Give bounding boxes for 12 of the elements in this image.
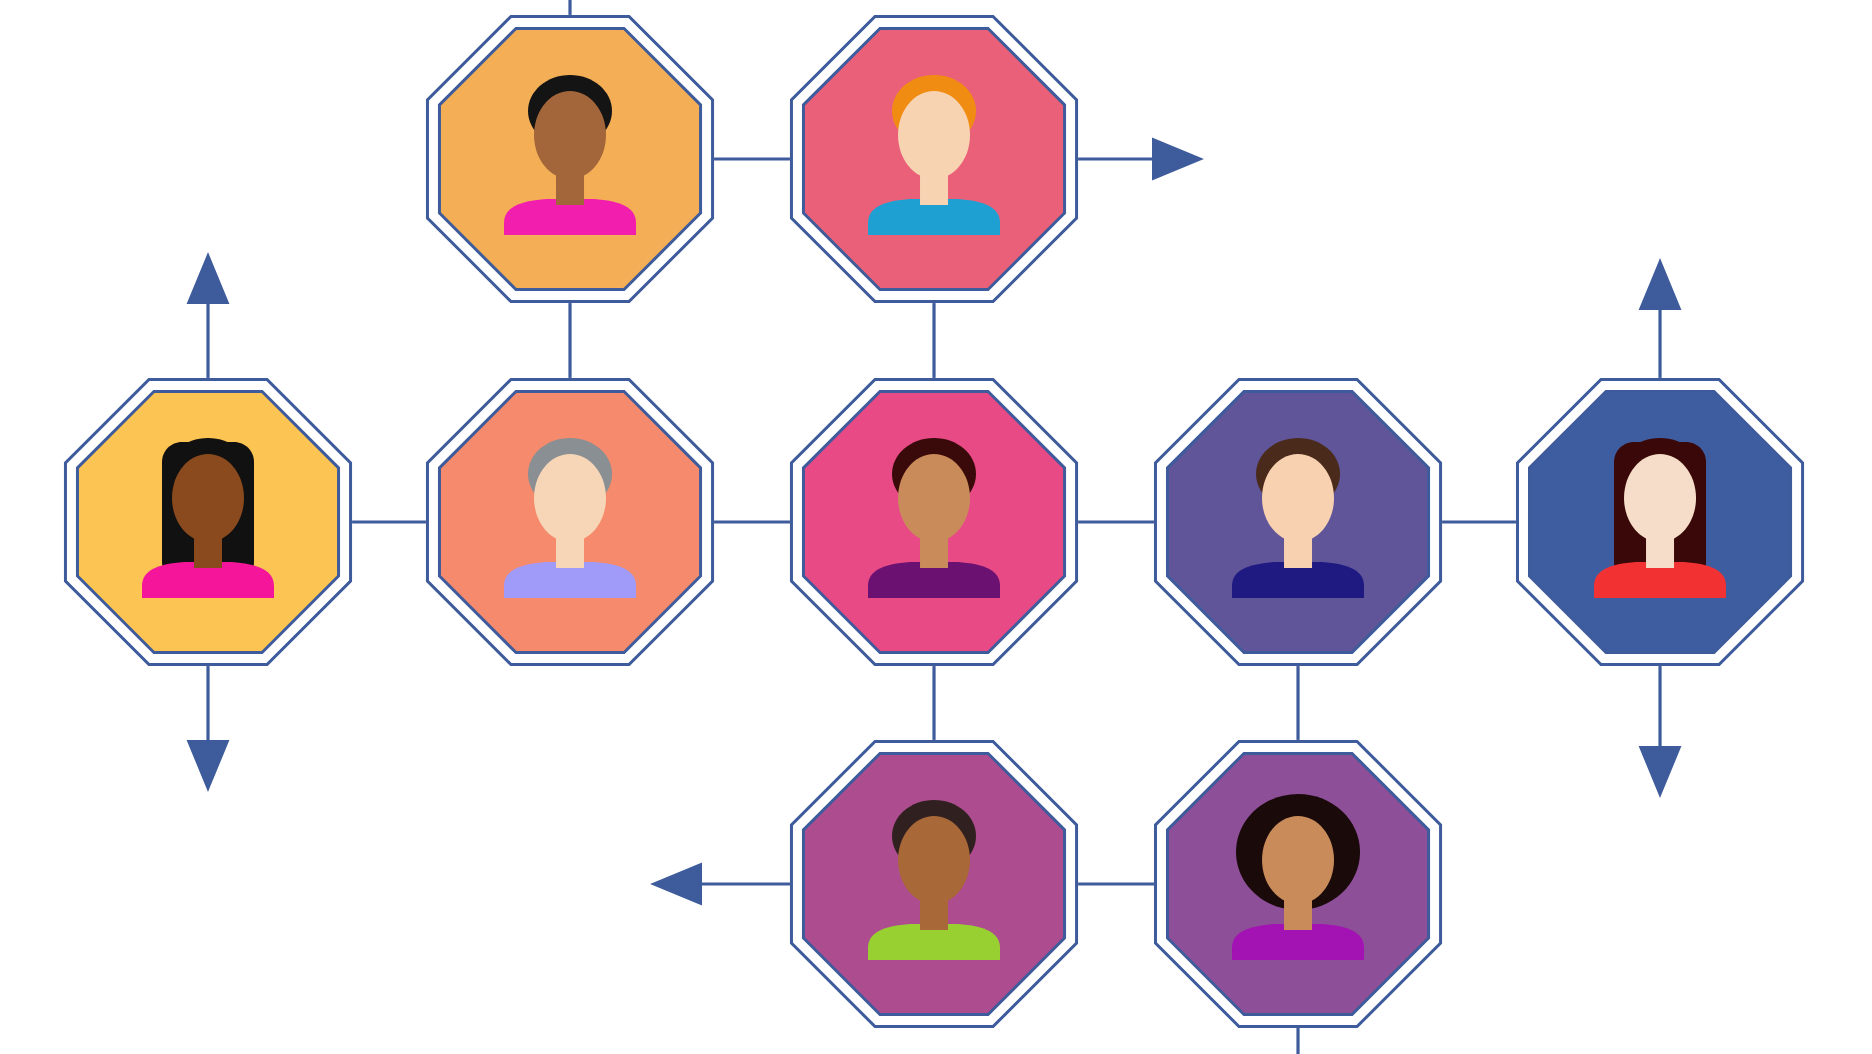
connector-line bbox=[1442, 520, 1516, 524]
connector-line bbox=[1078, 882, 1154, 886]
connector-line bbox=[1078, 520, 1154, 524]
connector-line bbox=[1296, 666, 1300, 740]
connector-line bbox=[568, 0, 572, 15]
connector-line bbox=[932, 666, 936, 740]
connector-line bbox=[352, 520, 426, 524]
connector-line bbox=[714, 157, 790, 161]
connector-line bbox=[714, 520, 790, 524]
connector-line bbox=[568, 303, 572, 378]
connector-line bbox=[1296, 1028, 1300, 1054]
connector-line bbox=[932, 303, 936, 378]
